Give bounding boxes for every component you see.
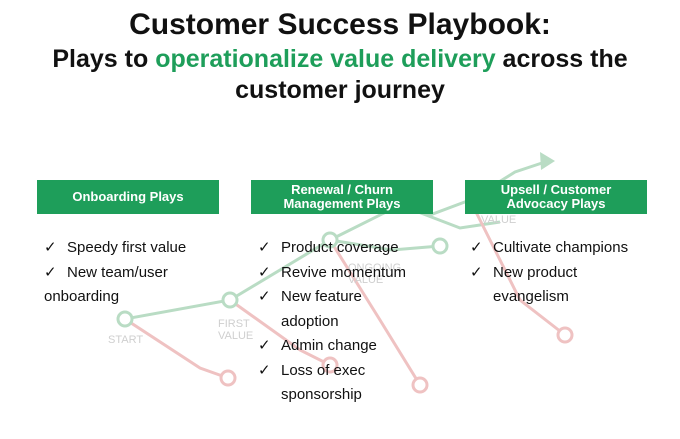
list-item: ✓ New feature adoption <box>258 285 406 334</box>
onboarding-plays-header: Onboarding Plays <box>37 180 219 214</box>
subtitle-post: across the <box>495 45 628 73</box>
list-item: ✓ Cultivate champions <box>470 236 628 261</box>
checkmark-icon: ✓ <box>258 239 271 256</box>
page-subtitle: Plays to operationalize value delivery a… <box>0 44 680 106</box>
success-branch-1 <box>329 238 441 252</box>
node-churn-2 <box>411 376 429 394</box>
node-start <box>116 310 134 328</box>
item-text-continued: onboarding <box>44 288 120 305</box>
subtitle-highlight: operationalize value delivery <box>155 45 496 73</box>
node-first-value <box>221 291 239 309</box>
checkmark-icon: ✓ <box>258 288 271 305</box>
label-ongoing-value: ONGOING VALUE <box>348 262 401 286</box>
item-text-continued: sponsorship <box>281 386 362 403</box>
label-ongoing: ONGOING <box>348 262 402 274</box>
checkmark-icon: ✓ <box>470 263 483 281</box>
label-ongoing-value-2: VALUE <box>348 274 384 286</box>
churn-path-4 <box>124 317 229 380</box>
upsell-plays-header: Upsell / Customer Advocacy Plays <box>465 180 647 214</box>
checkmark-icon: ✓ <box>44 263 57 281</box>
churn-path-1 <box>229 298 331 367</box>
node-churn-4 <box>219 369 237 387</box>
item-text: Admin change <box>281 337 377 354</box>
list-item: ✓ New product evangelism <box>470 261 628 310</box>
node-branch-end <box>431 237 449 255</box>
item-text: Speedy first value <box>67 239 187 256</box>
renewal-plays-header: Renewal / Churn Management Plays <box>251 180 433 214</box>
onboarding-plays-list: ✓ Speedy first value ✓ New team/user onb… <box>44 236 186 310</box>
item-text: Cultivate champions <box>493 239 629 256</box>
churn-path-3 <box>468 199 566 337</box>
item-text: New team/user <box>67 263 168 281</box>
label-start: START <box>108 334 144 346</box>
subtitle-line-2: customer journey <box>235 76 445 104</box>
subtitle-pre: Plays to <box>52 45 156 73</box>
subtitle-line-1: Plays to operationalize value delivery a… <box>0 44 680 75</box>
checkmark-icon: ✓ <box>258 337 271 354</box>
node-ongoing <box>321 231 339 249</box>
list-item: ✓ Loss of exec sponsorship <box>258 359 406 408</box>
item-text: Revive momentum <box>281 263 407 281</box>
journey-arrowhead <box>540 152 555 170</box>
churn-path-2 <box>328 239 422 386</box>
checkmark-icon: ✓ <box>258 361 271 379</box>
item-text: Product coverage <box>281 239 399 256</box>
item-text: New feature <box>281 288 362 305</box>
label-value: VALUE <box>481 214 517 226</box>
item-text: New product <box>493 263 578 281</box>
node-churn-3 <box>556 326 574 344</box>
item-text: Loss of exec <box>281 361 366 379</box>
list-item: ✓ Product coverage <box>258 236 406 261</box>
item-text-continued: evangelism <box>493 288 569 305</box>
upsell-plays-list: ✓ Cultivate champions ✓ New product evan… <box>470 236 628 310</box>
checkmark-icon: ✓ <box>258 263 271 281</box>
checkmark-icon: ✓ <box>470 239 483 256</box>
page-title: Customer Success Playbook: <box>129 8 551 41</box>
checkmark-icon: ✓ <box>44 239 57 256</box>
renewal-plays-list: ✓ Product coverage ✓ Revive momentum ✓ N… <box>258 236 406 408</box>
label-first-value-2: VALUE <box>218 330 254 342</box>
node-churn-1 <box>321 356 339 374</box>
item-text-continued: adoption <box>281 312 339 330</box>
list-item: ✓ Speedy first value <box>44 236 186 261</box>
label-first-value: FIRST VALUE <box>218 318 253 342</box>
list-item: ✓ Admin change <box>258 334 406 359</box>
list-item: ✓ Revive momentum <box>258 261 406 286</box>
list-item: ✓ New team/user <box>44 261 186 286</box>
label-first: FIRST <box>218 318 250 330</box>
